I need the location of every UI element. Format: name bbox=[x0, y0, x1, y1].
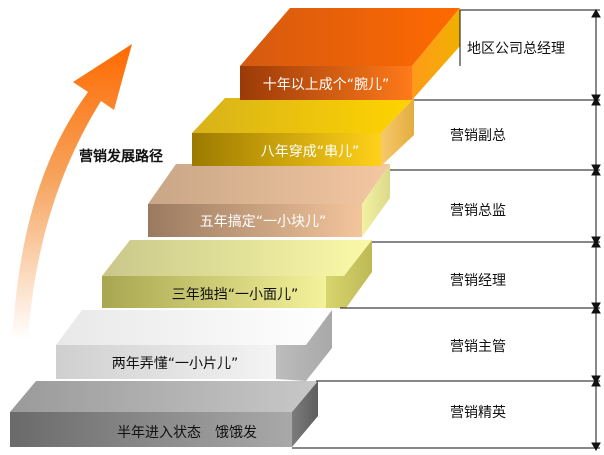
role-label-6: 地区公司总经理 bbox=[467, 41, 565, 57]
role-label-2: 营销主管 bbox=[450, 339, 506, 355]
step-3 bbox=[102, 240, 372, 308]
role-label-3: 营销经理 bbox=[450, 273, 506, 289]
step-1 bbox=[10, 381, 318, 447]
role-label-4: 营销总监 bbox=[450, 203, 506, 219]
role-label-1: 营销精英 bbox=[450, 405, 506, 421]
dimension-arrows bbox=[591, 8, 601, 452]
step-6-text: 十年以上成个“腕儿” bbox=[262, 77, 390, 93]
step-3-text: 三年独挡“一小面儿” bbox=[171, 287, 299, 303]
step-2 bbox=[56, 310, 332, 381]
step-1-text: 半年进入状态 饿饿发 bbox=[117, 425, 257, 441]
path-label: 营销发展路径 bbox=[79, 149, 163, 165]
step-4 bbox=[148, 164, 390, 237]
step-5 bbox=[192, 98, 414, 166]
step-5-text: 八年穿成“串儿” bbox=[260, 144, 360, 160]
step-6 bbox=[240, 8, 460, 100]
role-label-5: 营销副总 bbox=[450, 128, 506, 144]
step-4-text: 五年搞定“一小块儿” bbox=[199, 214, 327, 230]
growth-arrow bbox=[12, 44, 132, 340]
step-2-text: 两年弄懂“一小片儿” bbox=[111, 356, 239, 372]
level-lines bbox=[292, 9, 600, 449]
